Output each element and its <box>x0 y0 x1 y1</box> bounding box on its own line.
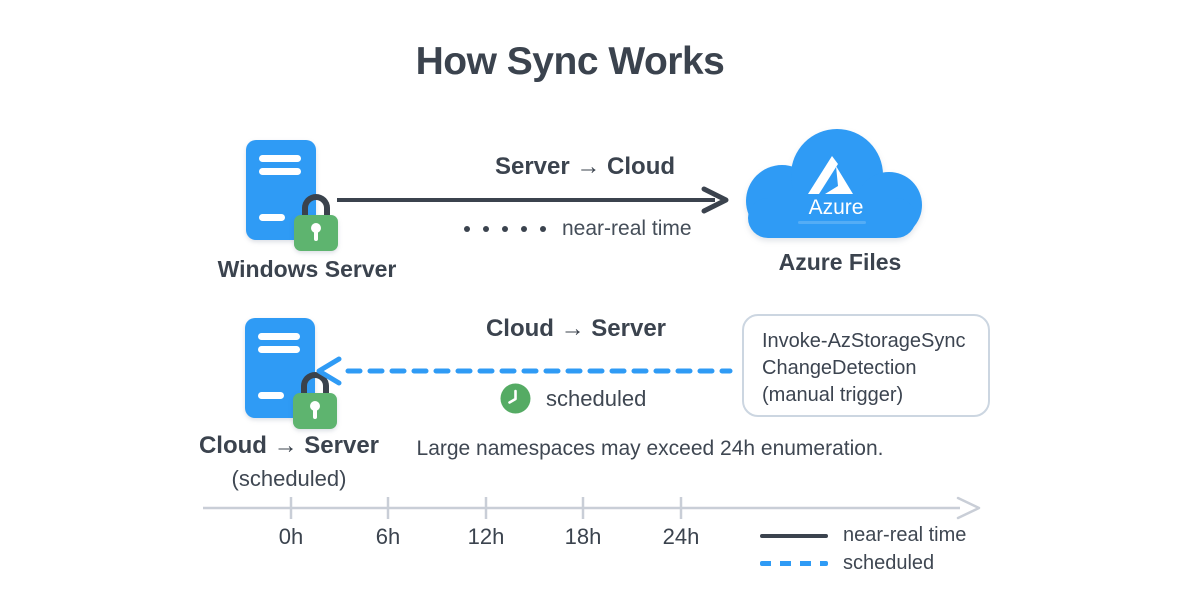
server-slot-line <box>258 333 300 340</box>
lock-shackle <box>301 372 329 398</box>
server-slot-line <box>259 168 301 175</box>
cloud-to-server-icon-label: Cloud → Server (scheduled) <box>198 432 380 491</box>
cloud-to-server-label: Cloud → Server <box>485 315 667 342</box>
lock-body <box>293 393 337 429</box>
enumeration-note: Large namespaces may exceed 24h enumerat… <box>416 437 884 460</box>
legend-item-scheduled: scheduled <box>760 552 934 575</box>
lock-icon <box>293 372 337 429</box>
legend-label: near-real time <box>843 524 967 546</box>
lock-icon <box>294 194 338 251</box>
lock-keyhole-stem <box>313 408 317 419</box>
solid-line-swatch <box>760 533 828 538</box>
lock-keyhole <box>311 223 321 233</box>
lock-keyhole <box>310 401 320 411</box>
manual-trigger-command-box: Invoke-AzStorageSync ChangeDetection (ma… <box>742 314 990 417</box>
timeline-tick-6h: 6h <box>375 524 401 549</box>
page-title: How Sync Works <box>415 40 725 83</box>
lock-keyhole-stem <box>314 230 318 241</box>
azure-logo-text: Azure <box>808 196 864 219</box>
azure-files-label: Azure Files <box>778 249 902 275</box>
windows-server-label: Windows Server <box>217 256 397 282</box>
timeline-axis <box>203 496 981 520</box>
clock-icon <box>500 383 531 414</box>
dots-icon <box>464 226 546 232</box>
lock-shackle <box>302 194 330 220</box>
command-line: Invoke-AzStorageSync <box>762 330 966 352</box>
timeline-tick-24h: 24h <box>662 524 700 549</box>
near-real-time-text: near-real time <box>562 217 692 240</box>
cloud-to-server-arrow <box>316 356 733 386</box>
timeline-tick-18h: 18h <box>564 524 602 549</box>
command-line: ChangeDetection <box>762 357 917 379</box>
azure-logo-icon <box>808 156 853 194</box>
legend-label: scheduled <box>843 552 935 574</box>
command-line: (manual trigger) <box>762 384 904 406</box>
dashed-line-swatch <box>760 561 828 566</box>
server-slot-line <box>259 155 301 162</box>
server-to-cloud-label: Server → Cloud <box>494 153 676 180</box>
server-icon-scheduled <box>245 318 341 430</box>
server-to-cloud-arrow <box>337 186 729 214</box>
server-tower-shape <box>246 140 316 240</box>
server-slot-line <box>258 346 300 353</box>
timeline-tick-12h: 12h <box>467 524 505 549</box>
near-real-time-indicator: near-real time <box>464 217 692 240</box>
lock-body <box>294 215 338 251</box>
azure-cloud-icon <box>740 122 924 240</box>
scheduled-indicator: scheduled <box>500 383 646 414</box>
scheduled-text: scheduled <box>546 385 647 411</box>
timeline-tick-0h: 0h <box>278 524 304 549</box>
server-slot-line <box>258 392 284 399</box>
server-slot-line <box>259 214 285 221</box>
legend-item-near-real-time: near-real time <box>760 524 966 547</box>
windows-server-icon <box>246 140 342 252</box>
